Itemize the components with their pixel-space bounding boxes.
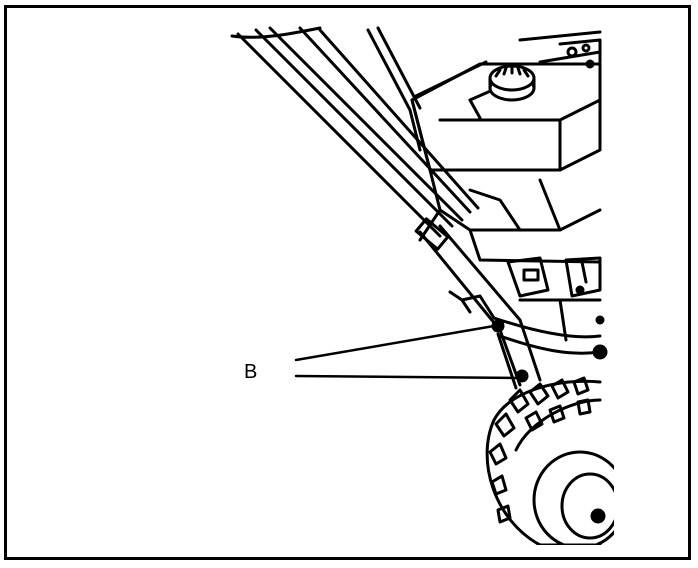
auger-housing xyxy=(448,290,602,355)
handle-bars xyxy=(230,26,480,238)
fuel-cap xyxy=(488,64,536,102)
wheel xyxy=(485,376,614,545)
engine-top xyxy=(518,30,602,69)
mount-bracket xyxy=(506,256,602,298)
callout-label-b: B xyxy=(244,361,258,383)
lower-handle xyxy=(414,217,542,390)
engine-body xyxy=(418,168,602,264)
illustration-frame xyxy=(4,5,691,560)
callout-leaders xyxy=(294,324,520,380)
